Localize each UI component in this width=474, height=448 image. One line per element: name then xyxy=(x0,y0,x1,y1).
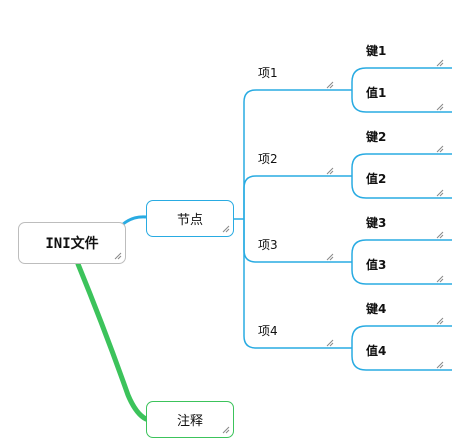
key-topic-3[interactable]: 键3 xyxy=(366,216,387,230)
link-item-4 xyxy=(243,219,336,349)
link-root-comments xyxy=(75,261,149,422)
resize-grip-icon xyxy=(222,225,230,233)
item-topic-1[interactable]: 项1 xyxy=(258,66,278,80)
resize-grip-icon xyxy=(222,426,230,434)
link-item-1 xyxy=(243,89,336,219)
value-topic-3[interactable]: 值3 xyxy=(366,258,387,272)
item-topic-3[interactable]: 项3 xyxy=(258,238,278,252)
resize-grip-icon xyxy=(114,252,122,260)
sections-node[interactable]: 节点 xyxy=(146,200,234,237)
kv-group-3 xyxy=(336,239,452,285)
value-topic-2[interactable]: 值2 xyxy=(366,172,387,186)
root-node[interactable]: INI文件 xyxy=(18,222,126,264)
link-item-2 xyxy=(243,175,336,219)
sections-label: 节点 xyxy=(176,213,203,228)
kv-group-1 xyxy=(336,67,452,113)
comments-label: 注释 xyxy=(176,414,203,429)
root-label: INI文件 xyxy=(45,236,99,252)
item-topic-2[interactable]: 项2 xyxy=(258,152,278,166)
item-topic-4[interactable]: 项4 xyxy=(258,324,278,338)
resize-grip-icon xyxy=(326,59,444,369)
key-topic-2[interactable]: 键2 xyxy=(366,130,387,144)
key-topic-1[interactable]: 键1 xyxy=(366,44,387,58)
key-topic-4[interactable]: 键4 xyxy=(366,302,387,316)
kv-group-2 xyxy=(336,153,452,199)
link-root-sections xyxy=(120,215,147,227)
comments-node[interactable]: 注释 xyxy=(146,401,234,438)
value-topic-4[interactable]: 值4 xyxy=(366,344,387,358)
kv-group-4 xyxy=(336,325,452,371)
value-topic-1[interactable]: 值1 xyxy=(366,86,387,100)
